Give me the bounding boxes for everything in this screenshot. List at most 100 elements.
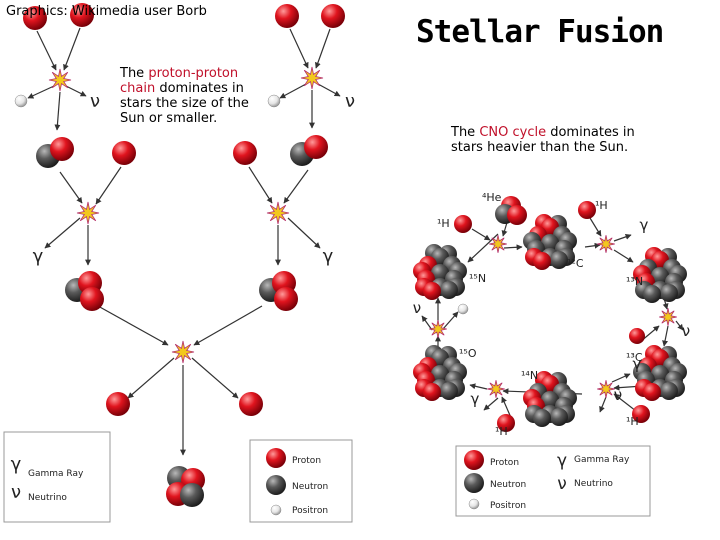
proton-particle [507,205,527,225]
h1-label: ¹H [495,425,508,438]
arrow [248,166,273,204]
nu-symbol: ν [413,299,421,317]
arrow [589,217,602,237]
proton-particle [233,141,257,165]
reaction-stars-layer [48,66,677,398]
neutron-particle [464,473,484,493]
arrow [127,357,175,399]
legend-label-positron: Positron [292,506,328,516]
proton-particle [464,450,484,470]
nu-symbol: ν [682,322,690,340]
neutron-particle [440,382,458,400]
c12-label: ¹²C [567,257,584,270]
reaction-star-icon [487,380,505,398]
reaction-star-icon [489,235,507,253]
reaction-star-icon [429,320,447,338]
arrow [97,305,169,346]
proton-particle [266,448,286,468]
legend-label-neutron: Neutron [490,480,526,490]
positron-particle [14,94,28,108]
cno-caption: The CNO cycle dominates in stars heavier… [451,125,666,155]
neutron-particle [266,475,286,495]
legend-label-neutrino: Neutrino [574,479,613,489]
arrow [54,91,61,131]
reaction-star-icon [171,340,195,364]
proton-particle [454,215,472,233]
positron-particle [270,504,282,516]
proton-particle [274,287,298,311]
neutron-particle [651,365,669,383]
proton-particle [423,282,441,300]
arrow [471,228,491,241]
h1-label: ¹H [595,199,608,212]
reaction-star-icon [48,68,72,92]
proton-particle [632,405,650,423]
positron-particle [468,498,480,510]
proton-particle [578,201,596,219]
arrow [283,169,309,204]
cno-caption-suffix: dominates in stars heavier than the Sun. [451,125,635,155]
neutron-particle [431,264,449,282]
gamma-symbol: γ [471,390,480,408]
neutron-particle [431,365,449,383]
legend-label-positron: Positron [490,501,526,511]
arrow [599,396,607,413]
cno-caption-prefix: The [451,125,480,140]
n14-label: ¹⁴N [521,369,538,382]
proton-particle [112,141,136,165]
neutron-particle [550,251,568,269]
legend-label-gamma: Gamma Ray [28,469,84,479]
cno-caption-highlight: CNO cycle [479,125,547,140]
proton-particle [50,137,74,161]
positron-particle [457,303,469,315]
legend-label-neutrino: Neutrino [28,493,67,503]
arrow [289,28,309,69]
image-credit: Graphics: Wikimedia user Borb [6,4,207,19]
reaction-star-icon [300,66,324,90]
neutron-particle [643,285,661,303]
arrow [287,217,321,249]
proton-particle [629,328,645,344]
gamma-symbol: γ [557,451,567,471]
gamma-symbol: γ [33,246,44,267]
arrow [191,357,239,399]
particles-layer [14,3,687,516]
arrow [95,166,122,205]
neutron-particle [660,284,678,302]
arrow [675,320,684,331]
legend-box-particles [249,439,353,523]
pp-caption-prefix: The [120,66,149,81]
neutron-particle [533,409,551,427]
proton-particle [533,252,551,270]
arrow [613,233,632,242]
arrow [483,397,499,411]
gamma-symbol: γ [640,216,649,234]
proton-particle [239,392,263,416]
proton-particle [70,3,94,27]
neutrino-symbol: ν [11,482,21,503]
pp-caption-highlight: proton-proton chain [120,66,239,96]
page-title: Stellar Fusion [416,14,664,50]
o15-label: ¹⁵O [459,347,477,360]
reaction-star-icon [659,308,677,326]
arrow [36,30,57,71]
reaction-star-icon [76,201,100,225]
arrow [193,305,263,346]
gamma-symbol: γ [633,355,642,373]
arrow [442,311,459,330]
pp-caption-suffix: dominates in stars the size of the Sun o… [120,81,249,126]
proton-particle [275,4,299,28]
arrows-layer [3,27,684,523]
proton-proton-caption: The proton-proton chain dominates in sta… [120,66,270,126]
neutrino-symbol: ν [557,474,567,494]
arrow [584,242,601,249]
legend-label-neutron: Neutron [292,482,328,492]
legend-label-proton: Proton [292,456,321,466]
legend-box-symbols [3,431,111,523]
proton-particle [423,383,441,401]
nu-symbol: ν [345,91,355,112]
arrow [613,393,637,412]
arrow [279,83,307,99]
